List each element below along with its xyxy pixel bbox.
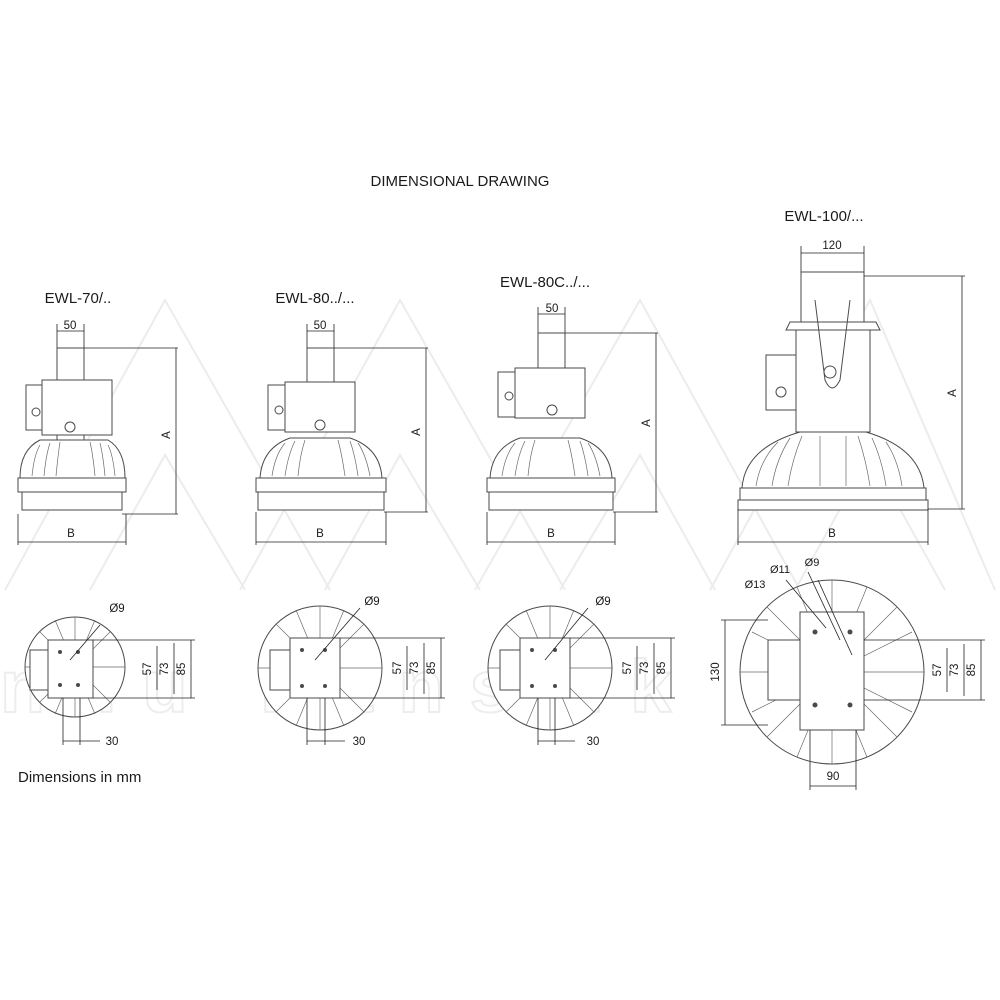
hole-diameter: Ø9 (364, 596, 379, 608)
mount-dimension: 85 (176, 663, 188, 676)
suspension-bracket (800, 271, 865, 328)
model-name: EWL-70/.. (45, 290, 112, 307)
mount-dimension: 73 (639, 662, 651, 675)
hole-diameter: Ø13 (745, 579, 766, 591)
mount-dimension: 85 (426, 662, 438, 675)
hole-diameter: Ø11 (770, 564, 790, 576)
width-dimension: B (67, 528, 75, 540)
height-dimension: A (947, 389, 959, 397)
top-dimension: 50 (64, 320, 77, 332)
height-dimension: A (411, 428, 423, 436)
lamp-base (257, 491, 385, 511)
mount-dimension: 57 (392, 662, 404, 675)
model-ewl-80: EWL-80../... 50 A B Ø9 57 (255, 290, 445, 748)
reflector-body (259, 437, 383, 479)
reflector-body (19, 439, 126, 479)
model-ewl-100: EWL-100/... 120 A B Ø11 Ø9 (710, 208, 985, 790)
side-dimension: 130 (710, 662, 722, 681)
hole-diameter: Ø9 (109, 603, 124, 615)
height-dimension: A (641, 419, 653, 427)
reflector-body (489, 437, 613, 479)
width-dimension: B (828, 528, 836, 540)
page-title: DIMENSIONAL DRAWING (371, 173, 550, 190)
bottom-dimension: 30 (587, 736, 600, 748)
mount-dimension: 73 (159, 663, 171, 676)
lamp-base (737, 499, 929, 511)
mount-dimension: 57 (932, 664, 944, 677)
top-dimension: 50 (546, 303, 559, 315)
top-dimension: 120 (822, 240, 841, 252)
mount-dimension: 73 (409, 662, 421, 675)
hole-diameter: Ø9 (805, 557, 820, 569)
model-ewl-70: EWL-70/.. 50 A B Ø9 (17, 290, 195, 748)
mount-dimension: 73 (949, 664, 961, 677)
model-ewl-80c: EWL-80C../... 50 A B Ø9 57 (486, 274, 675, 748)
bottom-dimension: 30 (106, 736, 119, 748)
model-name: EWL-80C../... (500, 274, 590, 291)
mount-dimension: 57 (142, 663, 154, 676)
mount-dimension: 57 (622, 662, 634, 675)
width-dimension: B (316, 528, 324, 540)
mount-dimension: 85 (656, 662, 668, 675)
terminal-box (765, 354, 797, 411)
model-name: EWL-80../... (275, 290, 354, 307)
height-dimension: A (161, 431, 173, 439)
hole-diameter: Ø9 (595, 596, 610, 608)
mount-dimension: 85 (966, 664, 978, 677)
lamp-base (21, 491, 123, 511)
bottom-dimension: 90 (827, 771, 840, 783)
model-name: EWL-100/... (784, 208, 863, 225)
top-dimension: 50 (314, 320, 327, 332)
reflector-body (741, 431, 925, 489)
lamp-base (488, 491, 614, 511)
bottom-dimension: 30 (353, 736, 366, 748)
width-dimension: B (547, 528, 555, 540)
units-note: Dimensions in mm (18, 769, 141, 786)
